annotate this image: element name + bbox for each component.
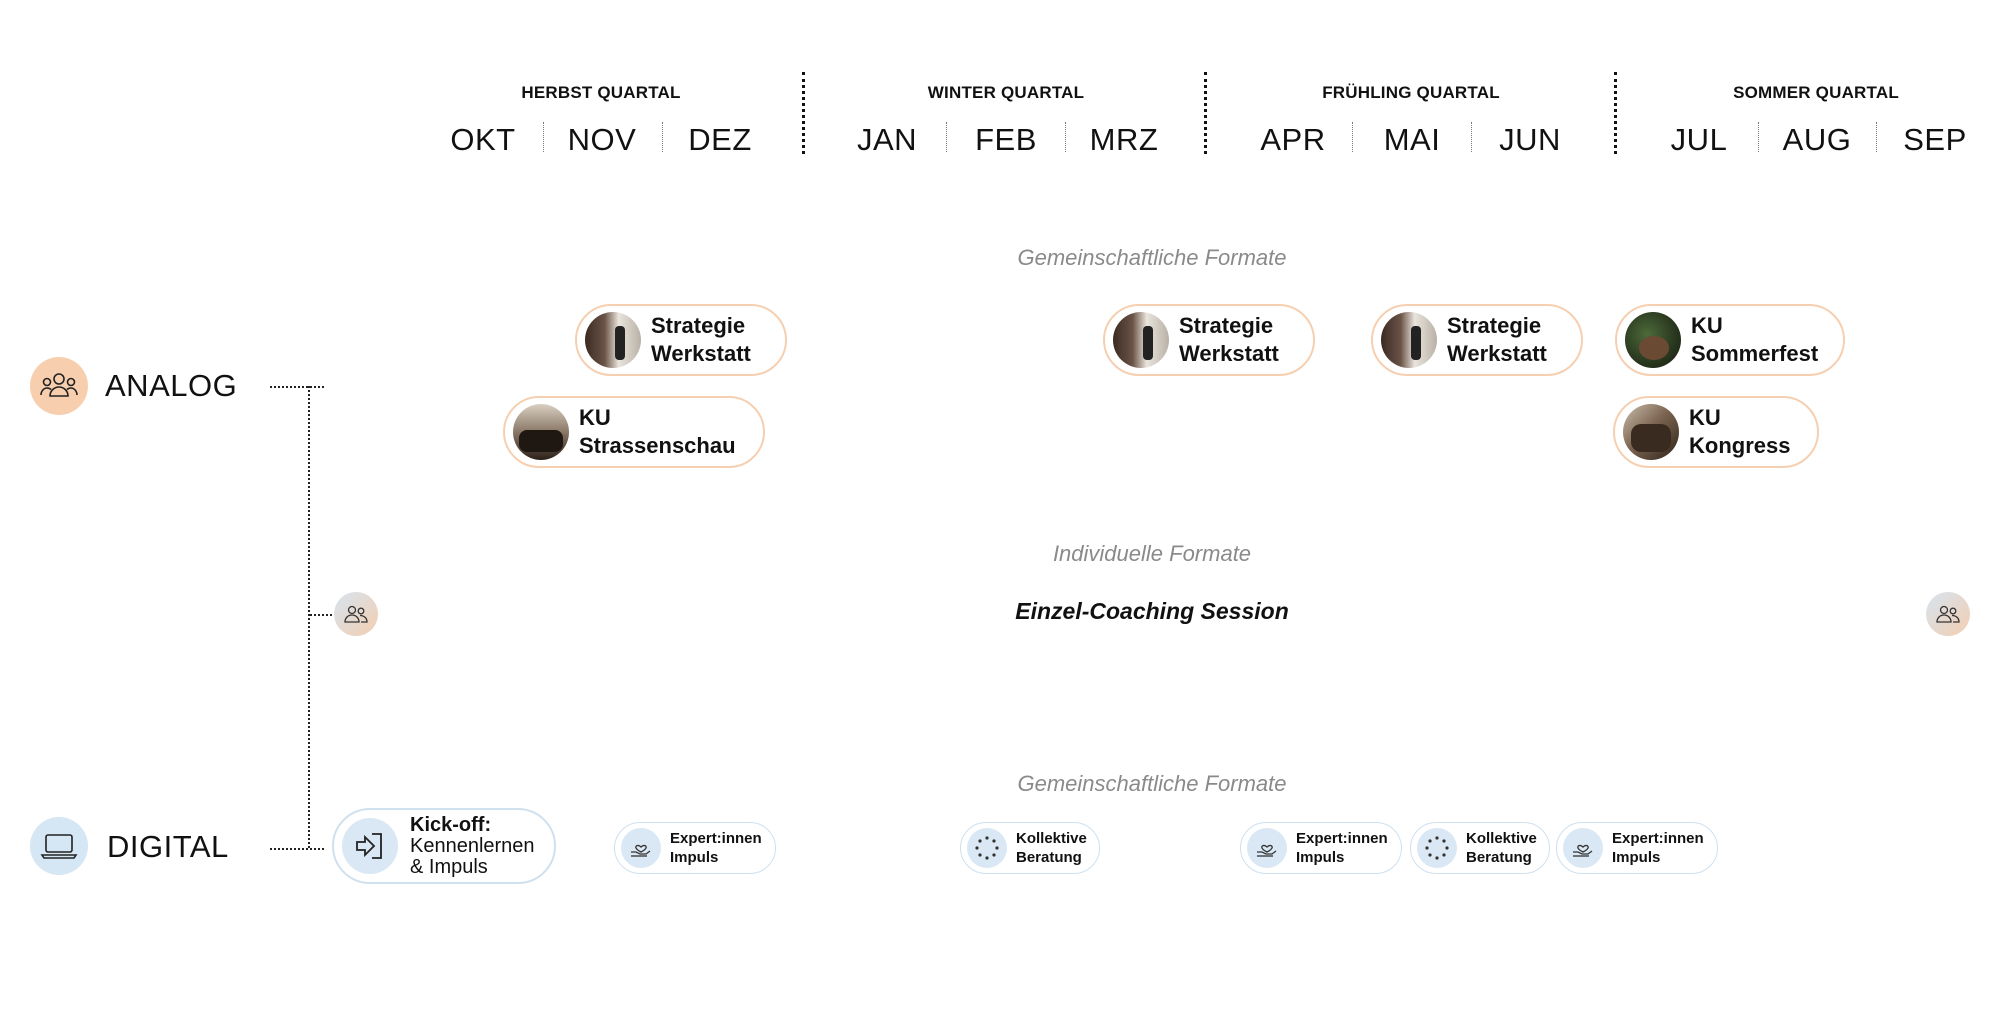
- connector-line: [270, 386, 324, 388]
- event-title-line: Werkstatt: [651, 341, 751, 366]
- kickoff-title: Kick-off:: [410, 813, 492, 836]
- month-label: OKT: [450, 122, 516, 157]
- quarter-title-sommer: SOMMER QUARTAL: [1733, 83, 1899, 102]
- event-title-line: Kongress: [1689, 433, 1791, 458]
- hand-heart-icon: [1563, 828, 1603, 868]
- quarter-title-winter: WINTER QUARTAL: [927, 83, 1085, 102]
- event-title-line: Expert:innen: [670, 830, 762, 847]
- month-label: FEB: [975, 122, 1037, 157]
- event-photo: [1113, 312, 1169, 368]
- event-title-line: Impuls: [1612, 849, 1661, 866]
- event-title-line: Strategie: [1179, 313, 1274, 338]
- event-pill-ku-kongress[interactable]: KU Kongress: [1613, 396, 1819, 468]
- event-title-line: Sommerfest: [1691, 341, 1819, 366]
- quarter-title-fruehling: FRÜHLING QUARTAL: [1322, 83, 1500, 102]
- dot-circle-icon: [967, 828, 1007, 868]
- group-people-icon: [30, 357, 88, 415]
- connector-line: [270, 848, 324, 850]
- month-label: APR: [1260, 122, 1326, 157]
- month-divider: [1471, 122, 1472, 152]
- event-photo: [1625, 312, 1681, 368]
- event-title-line: Strategie: [651, 313, 746, 338]
- month-divider: [543, 122, 544, 152]
- connector-line: [310, 614, 332, 616]
- kickoff-pill[interactable]: Kick-off: Kennenlernen & Impuls: [332, 808, 556, 884]
- category-label-digital: DIGITAL: [107, 829, 229, 864]
- person-pair-icon: [1926, 592, 1970, 636]
- coaching-session-label: Einzel-Coaching Session: [1015, 598, 1289, 624]
- month-divider: [1065, 122, 1066, 152]
- month-divider: [1758, 122, 1759, 152]
- event-title-line: KU: [579, 405, 611, 430]
- month-label: SEP: [1903, 122, 1967, 157]
- section-label-individual: Individuelle Formate: [1052, 541, 1252, 566]
- quarter-divider: [1204, 72, 1207, 154]
- event-title-line: Strassenschau: [579, 433, 736, 458]
- laptop-icon: [30, 817, 88, 875]
- event-pill-ku-strassenschau[interactable]: KU Strassenschau: [503, 396, 765, 468]
- month-divider: [946, 122, 947, 152]
- connector-line: [308, 386, 310, 848]
- event-title-line: KU: [1689, 405, 1721, 430]
- event-title-line: KU: [1691, 313, 1723, 338]
- event-title-line: Beratung: [1466, 849, 1532, 866]
- hand-heart-icon: [1247, 828, 1287, 868]
- event-pill-ku-sommerfest[interactable]: KU Sommerfest: [1615, 304, 1845, 376]
- section-label-digital-common: Gemeinschaftliche Formate: [1017, 771, 1287, 796]
- event-title-line: Expert:innen: [1612, 830, 1704, 847]
- month-label: NOV: [567, 122, 637, 157]
- event-photo: [1623, 404, 1679, 460]
- quarter-divider: [1614, 72, 1617, 154]
- login-arrow-icon: [342, 818, 398, 874]
- kickoff-line: & Impuls: [410, 855, 488, 878]
- event-title-line: Kollektive: [1466, 830, 1537, 847]
- month-label: DEZ: [688, 122, 752, 157]
- event-title-line: Kollektive: [1016, 830, 1087, 847]
- category-label-analog: ANALOG: [105, 368, 238, 403]
- dot-circle-icon: [1417, 828, 1457, 868]
- month-label: MAI: [1383, 122, 1441, 157]
- month-divider: [662, 122, 663, 152]
- event-title-line: Strategie: [1447, 313, 1542, 338]
- event-title-line: Werkstatt: [1179, 341, 1279, 366]
- month-divider: [1876, 122, 1877, 152]
- event-title-line: Werkstatt: [1447, 341, 1547, 366]
- event-title-line: Beratung: [1016, 849, 1082, 866]
- section-label-analog-common: Gemeinschaftliche Formate: [1017, 245, 1287, 270]
- event-photo: [1381, 312, 1437, 368]
- month-label: AUG: [1782, 122, 1852, 157]
- person-pair-icon: [334, 592, 378, 636]
- month-label: JUN: [1499, 122, 1561, 157]
- month-label: MRZ: [1089, 122, 1159, 157]
- quarter-divider: [802, 72, 805, 154]
- event-photo: [513, 404, 569, 460]
- event-title-line: Impuls: [1296, 849, 1345, 866]
- event-photo: [585, 312, 641, 368]
- kickoff-line: Kennenlernen: [410, 834, 535, 857]
- event-title-line: Impuls: [670, 849, 719, 866]
- hand-heart-icon: [621, 828, 661, 868]
- month-label: JUL: [1670, 122, 1728, 157]
- month-divider: [1352, 122, 1353, 152]
- quarter-title-herbst: HERBST QUARTAL: [521, 83, 681, 102]
- event-title-line: Expert:innen: [1296, 830, 1388, 847]
- month-label: JAN: [856, 122, 918, 157]
